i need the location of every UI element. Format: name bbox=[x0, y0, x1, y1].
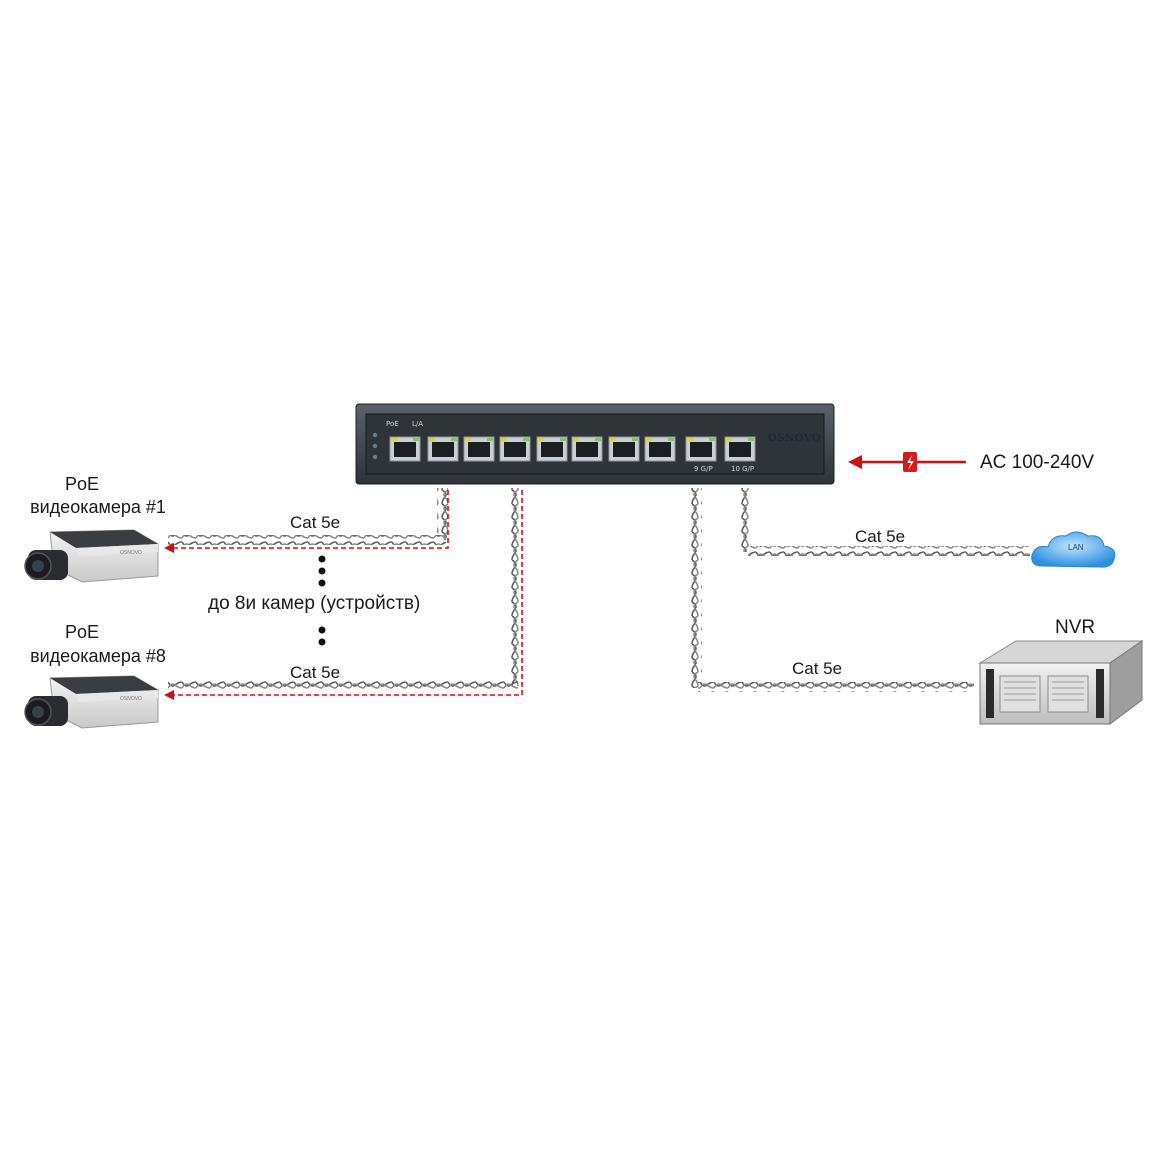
power-label: AC 100-240V bbox=[980, 452, 1095, 473]
ellipsis-dots-icon bbox=[318, 555, 326, 646]
camera-1-label-line1: PoE bbox=[64, 474, 100, 494]
poe-port-icon bbox=[463, 436, 495, 462]
max-cameras-label: до 8и камер (устройств) bbox=[208, 593, 421, 614]
lan-cloud-icon bbox=[1031, 531, 1116, 568]
camera-8-label-line2: видеокамера #8 bbox=[30, 646, 166, 666]
svg-text:OSNOVO: OSNOVO bbox=[120, 550, 142, 556]
nvr-label: NVR bbox=[1055, 617, 1096, 638]
cable-camera-8 bbox=[164, 488, 523, 700]
poe-port-icon bbox=[536, 436, 568, 462]
poe-label: PoE bbox=[386, 420, 399, 428]
uplink-port-icon bbox=[685, 436, 717, 462]
switch-brand-sub: cable transmission bbox=[772, 447, 810, 452]
uplink-label-10: 10 G/P bbox=[731, 465, 755, 473]
status-led-icon bbox=[372, 454, 378, 460]
lan-cloud-label: LAN bbox=[1068, 543, 1084, 552]
poe-port-icon bbox=[389, 436, 421, 462]
svg-text:OSNOVO: OSNOVO bbox=[120, 696, 142, 702]
uplink-label-9: 9 G/P bbox=[694, 465, 713, 473]
status-led-icon bbox=[372, 443, 378, 449]
poe-port-icon bbox=[427, 436, 459, 462]
cable-camera-1 bbox=[164, 488, 449, 553]
camera-1-icon: OSNOVO bbox=[24, 529, 159, 583]
status-led-icon bbox=[372, 432, 378, 438]
camera-8-icon: OSNOVO bbox=[24, 675, 159, 729]
camera-1-cable-label: Cat 5e bbox=[290, 513, 341, 532]
poe-port-icon bbox=[499, 436, 531, 462]
link-label: L/A bbox=[412, 420, 424, 428]
switch-ports bbox=[389, 436, 756, 462]
nvr-icon bbox=[978, 640, 1144, 725]
power-input-arrow bbox=[848, 452, 966, 472]
lan-cable-label: Cat 5e bbox=[855, 527, 906, 546]
poe-port-icon bbox=[644, 436, 676, 462]
poe-port-icon bbox=[571, 436, 603, 462]
camera-8-cable-label: Cat 5e bbox=[290, 663, 341, 682]
camera-1-label-line2: видеокамера #1 bbox=[30, 497, 166, 517]
nvr-cable-label: Cat 5e bbox=[792, 659, 843, 678]
cable-nvr bbox=[691, 488, 974, 692]
uplink-port-icon bbox=[724, 436, 756, 462]
poe-port-icon bbox=[608, 436, 640, 462]
cable-lan bbox=[740, 488, 1030, 556]
camera-8-label-line1: PoE bbox=[64, 622, 100, 642]
switch-brand: OSNOVO bbox=[768, 433, 821, 444]
